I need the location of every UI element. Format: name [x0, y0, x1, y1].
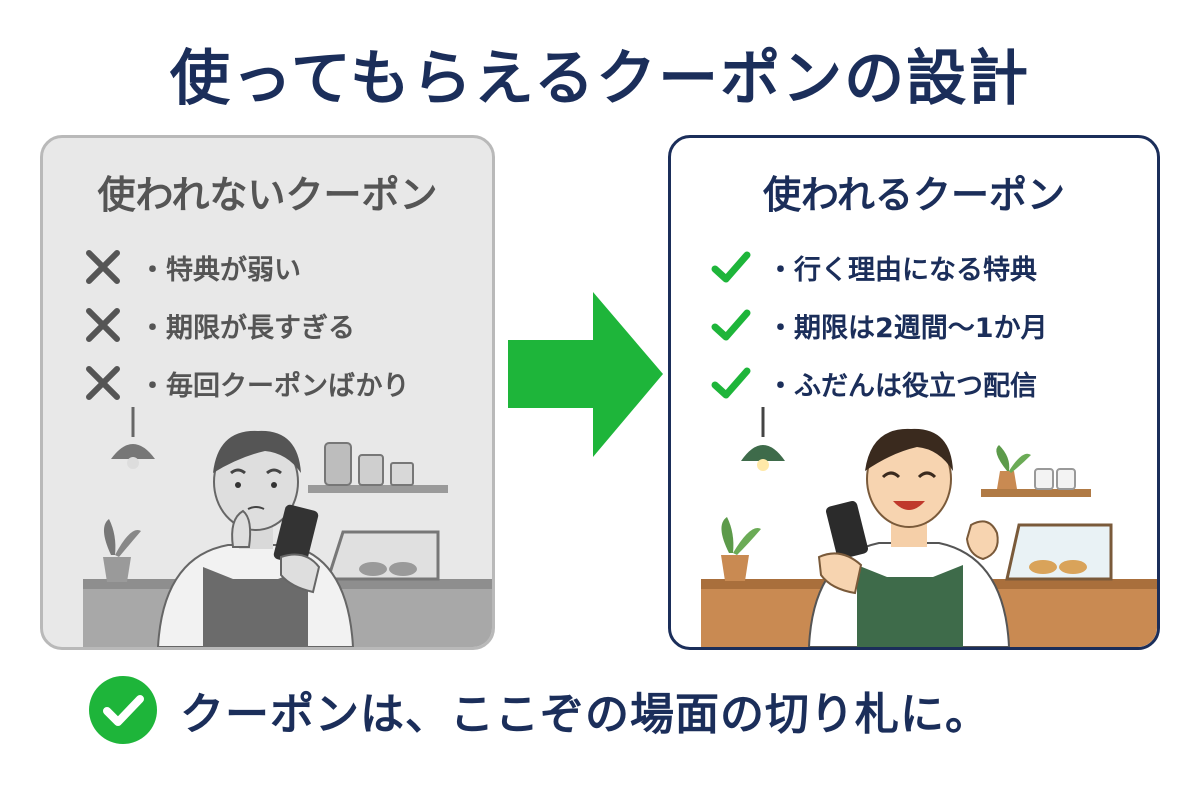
pendant-lamp-icon: [741, 407, 785, 471]
unused-coupon-item-text: ・特典が弱い: [139, 254, 301, 286]
used-coupon-item: ・行く理由になる特典: [709, 238, 1048, 296]
worried-shopkeeper: [156, 430, 355, 647]
unused-coupon-item-text: ・毎回クーポンばかり: [139, 370, 410, 402]
unused-coupon-item: ・期限が長すぎる: [81, 296, 410, 354]
used-coupon-panel: 使われるクーポン ・行く理由になる特典 ・期限は2週間〜1か月 ・ふだんは役立つ…: [668, 135, 1160, 650]
potted-plant-icon: [103, 519, 141, 582]
unused-coupon-heading: 使われないクーポン: [97, 173, 438, 217]
conclusion-row: クーポンは、ここぞの場面の切り札に。: [88, 670, 990, 750]
unused-coupon-item: ・特典が弱い: [81, 238, 410, 296]
unused-coupon-item: ・毎回クーポンばかり: [81, 354, 410, 412]
used-coupon-list: ・行く理由になる特典 ・期限は2週間〜1か月 ・ふだんは役立つ配信: [709, 238, 1048, 412]
unused-coupon-list: ・特典が弱い ・期限が長すぎる ・毎回クーポンばかり: [81, 238, 410, 412]
check-mark-icon: [711, 309, 751, 341]
x-mark-icon: [86, 366, 120, 400]
used-coupon-item: ・ふだんは役立つ配信: [709, 354, 1048, 412]
unused-coupon-panel: 使われないクーポン ・特典が弱い ・期限が長すぎる ・毎回クーポンばかり: [40, 135, 495, 650]
x-mark-icon: [86, 308, 120, 342]
worried-shopkeeper-illustration: [83, 407, 492, 647]
check-mark-icon: [711, 367, 751, 399]
conclusion-text: クーポンは、ここぞの場面の切り札に。: [180, 689, 990, 740]
used-coupon-heading: 使われるクーポン: [762, 173, 1066, 217]
check-circle-icon: [89, 676, 157, 744]
used-coupon-item-text: ・ふだんは役立つ配信: [767, 370, 1037, 402]
happy-shopkeeper: [807, 428, 1011, 647]
x-mark-icon: [86, 250, 120, 284]
potted-plant-icon: [721, 517, 761, 581]
check-mark-icon: [711, 251, 751, 283]
used-coupon-item-text: ・期限は2週間〜1か月: [767, 312, 1048, 344]
unused-coupon-item-text: ・期限が長すぎる: [139, 312, 355, 344]
right-arrow-icon: [508, 292, 663, 457]
page-title: 使ってもらえるクーポンの設計: [169, 44, 1031, 114]
happy-shopkeeper-illustration: [701, 407, 1157, 647]
used-coupon-item: ・期限は2週間〜1か月: [709, 296, 1048, 354]
shelf: [308, 442, 448, 493]
used-coupon-item-text: ・行く理由になる特典: [767, 254, 1037, 286]
pendant-lamp-icon: [111, 407, 155, 469]
shelf: [981, 445, 1091, 497]
